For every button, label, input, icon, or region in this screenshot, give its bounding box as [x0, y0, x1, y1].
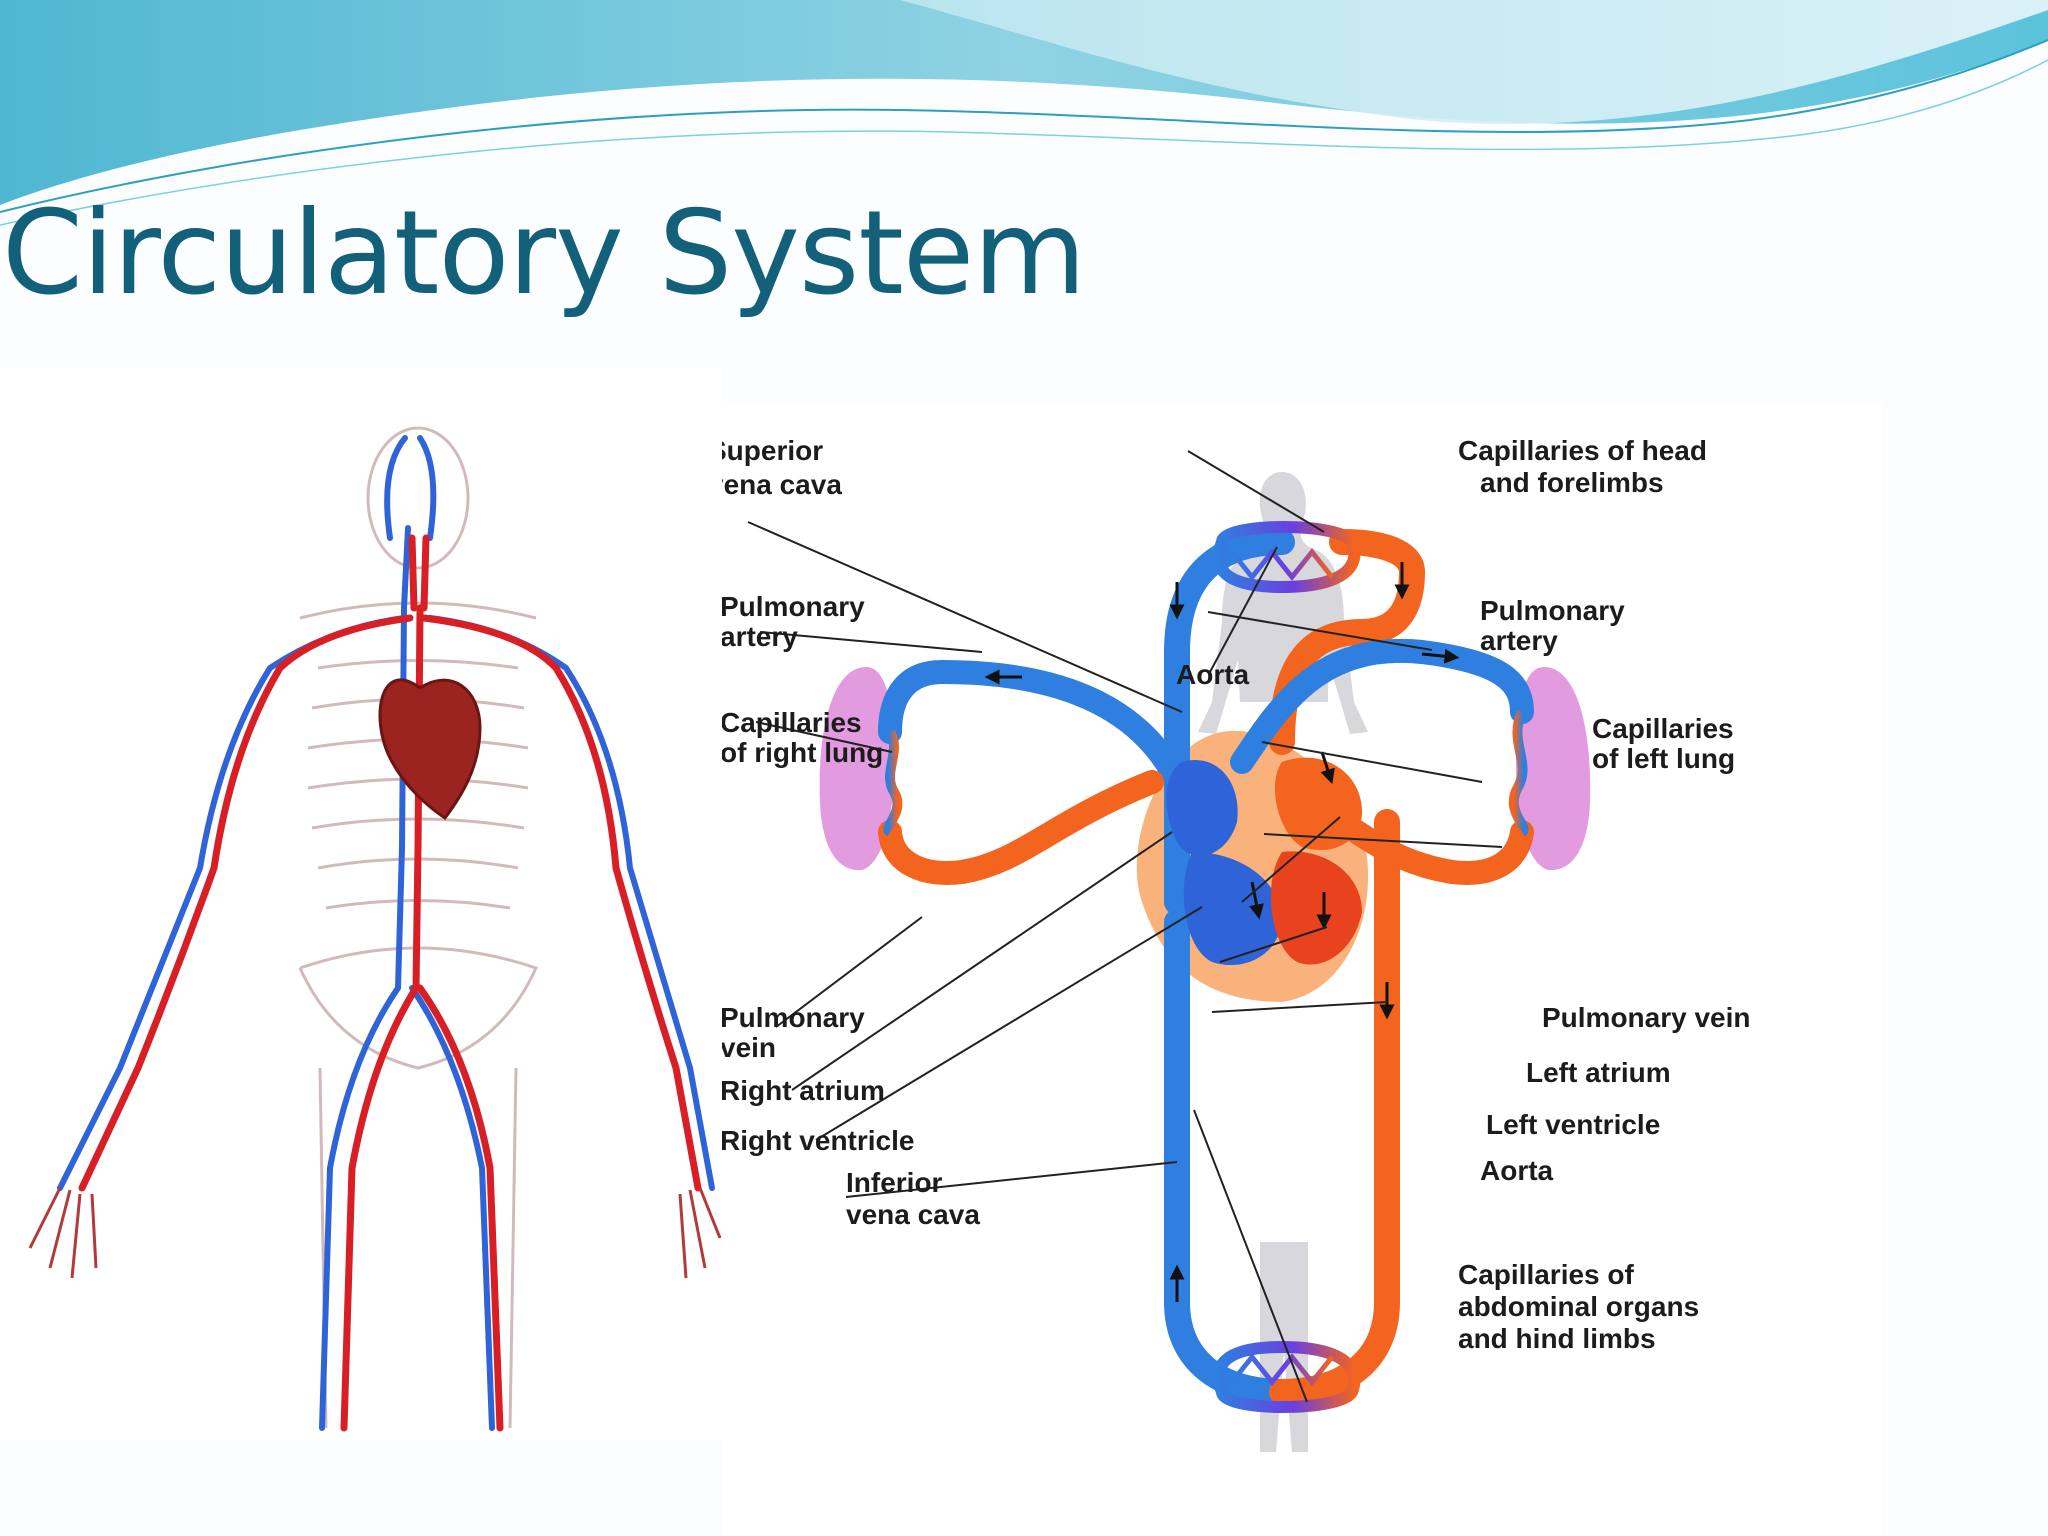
label-right-atrium: Right atrium — [722, 1075, 885, 1106]
label-aorta-top: Aorta — [1176, 659, 1250, 690]
left-lung-capillary-bed — [1508, 709, 1529, 837]
label-left-ventricle: Left ventricle — [1486, 1109, 1660, 1140]
header-wave-banner — [0, 0, 2048, 226]
hand-left — [28, 1187, 98, 1279]
left-ventricle — [1270, 851, 1362, 965]
header-wave-line — [0, 39, 2048, 213]
right-ventricle — [1183, 852, 1282, 966]
header-wave-line-2 — [0, 59, 2048, 226]
left-atrium — [1274, 757, 1362, 851]
label-right-ventricle: Right ventricle — [722, 1125, 914, 1156]
label-pulmonary-vein-right: Pulmonary vein — [1542, 1002, 1751, 1033]
leader-lines — [747, 450, 1503, 1403]
hand-right — [678, 1187, 722, 1279]
aorta-arch-vessel — [1269, 529, 1426, 755]
label-left-atrium: Left atrium — [1526, 1057, 1671, 1088]
label-superior-vena-cava: Superiorvena cava — [722, 435, 842, 500]
superior-vena-cava-vessel — [1164, 529, 1295, 915]
head-capillary-bed — [1212, 521, 1361, 594]
right-lung — [819, 667, 894, 871]
abdominal-capillary-bed — [1212, 1340, 1361, 1413]
header-wave-light — [900, 0, 2048, 124]
right-lung-capillary-bed — [883, 729, 903, 837]
vein-network — [57, 435, 715, 1431]
heart-icon — [378, 678, 482, 821]
pulmonary-artery-left-vessel — [1230, 638, 1534, 774]
pulmonary-vein-right-vessel — [878, 770, 1164, 885]
head-capillary-mesh — [1230, 547, 1334, 582]
left-lung — [1516, 667, 1591, 871]
flow-arrows — [984, 562, 1460, 1302]
aorta-descending-vessel — [1269, 809, 1400, 1405]
label-aorta-bottom: Aorta — [1480, 1155, 1554, 1186]
artery-network — [78, 534, 702, 1432]
inferior-vena-cava-vessel — [1164, 909, 1295, 1405]
slide-title: Circulatory System — [2, 186, 1086, 321]
human-vascular-system-illustration — [0, 368, 722, 1440]
right-atrium — [1166, 760, 1238, 856]
abdominal-capillary-mesh — [1230, 1352, 1334, 1387]
pulmonary-artery-right-vessel — [878, 659, 1204, 834]
